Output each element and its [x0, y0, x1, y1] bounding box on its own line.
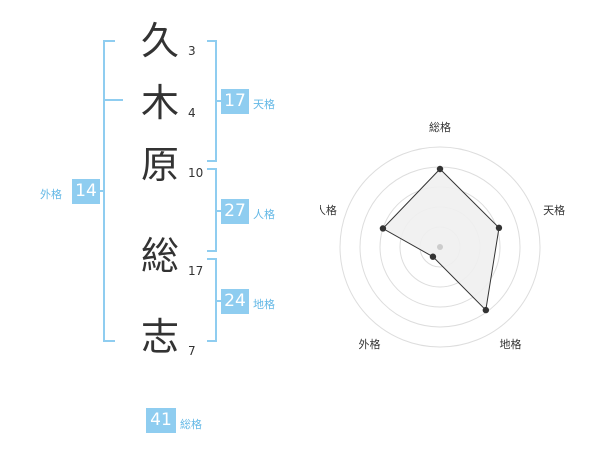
tenkaku-value: 17: [221, 89, 249, 114]
radar-axis-label-4: 外格: [358, 337, 380, 351]
name-char-5: 志: [140, 315, 179, 359]
tenkaku-connector: [215, 100, 221, 102]
chikaku-value: 24: [221, 289, 249, 314]
radar-center-dot: [437, 244, 443, 250]
gaikaku-value: 14: [72, 179, 100, 204]
name-char-4: 総: [140, 234, 179, 278]
stroke-count-3: 10: [188, 166, 204, 180]
radar-point-2: [495, 224, 503, 232]
gaikaku-label: 外格: [40, 188, 62, 201]
gaikaku-connector: [97, 190, 103, 192]
stroke-count-5: 7: [188, 344, 196, 358]
gaikaku-bracket-mid-hook: [103, 99, 123, 101]
gaikaku-bracket: [103, 40, 115, 342]
tenkaku-label: 天格: [253, 98, 275, 111]
soukaku-value: 41: [146, 408, 176, 433]
radar-axis-label-1: 総格: [429, 120, 451, 134]
name-char-1: 久: [140, 19, 179, 63]
radar-point-4: [429, 253, 437, 260]
stroke-count-2: 4: [188, 106, 196, 120]
radar-point-3: [482, 306, 490, 314]
radar-value-polygon: [382, 168, 500, 312]
radar-point-1: [436, 165, 444, 173]
name-char-2: 木: [140, 81, 179, 125]
soukaku-label: 総格: [180, 418, 202, 431]
jinkaku-label: 人格: [253, 208, 275, 221]
jinkaku-value: 27: [221, 199, 249, 224]
radar-grid-ring-5: [339, 146, 541, 348]
radar-axis-label-3: 地格: [500, 337, 522, 351]
stroke-count-4: 17: [188, 264, 204, 278]
radar-point-5: [379, 225, 387, 232]
name-char-3: 原: [140, 143, 179, 187]
stroke-count-1: 3: [188, 44, 196, 58]
radar-axis-label-2: 天格: [543, 203, 565, 217]
jinkaku-connector: [215, 210, 221, 212]
radar-axis-label-5: 人格: [320, 203, 337, 217]
chikaku-connector: [215, 300, 221, 302]
chikaku-label: 地格: [253, 298, 275, 311]
